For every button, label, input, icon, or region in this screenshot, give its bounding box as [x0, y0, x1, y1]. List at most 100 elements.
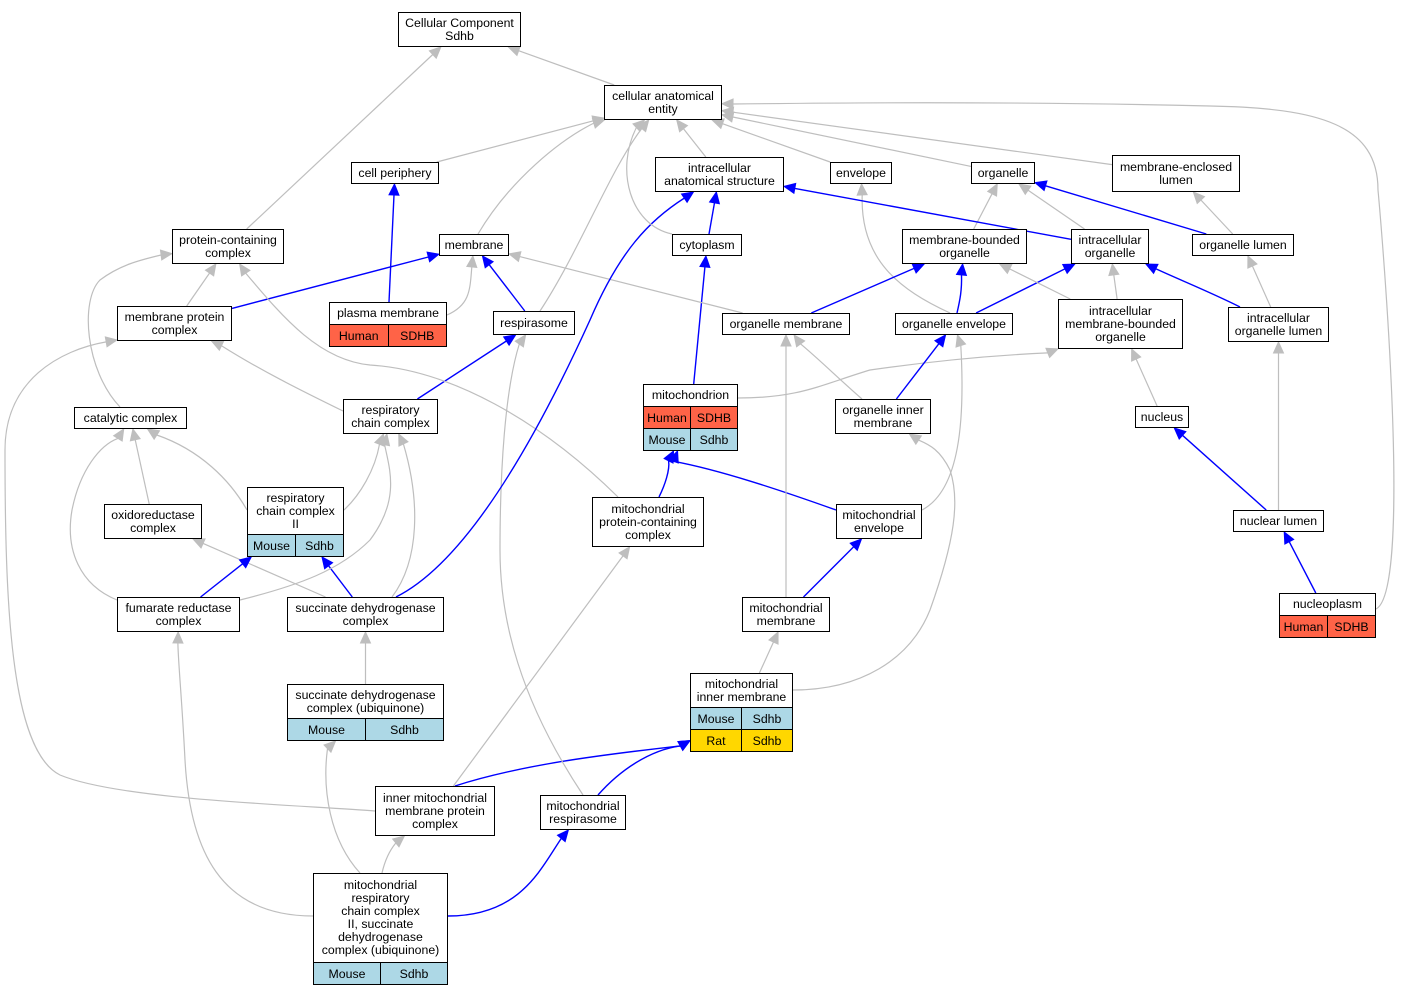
edge-oxred-to-catcx-arrowhead — [129, 427, 141, 442]
node-nuclear-lumen[interactable]: nuclear lumen — [1233, 510, 1324, 532]
node-fumarate-reductase-complex[interactable]: fumarate reductase complex — [117, 597, 240, 632]
node-succinate-dehydrogenase-complex-ubiquinone[interactable]: succinate dehydrogenase complex (ubiquin… — [287, 684, 444, 741]
species-cell[interactable]: Mouse — [248, 535, 295, 556]
node-respiratory-chain-complex[interactable]: respiratory chain complex — [343, 399, 438, 434]
edge-cae-to-root-arrowhead — [507, 45, 522, 57]
edge-impc-to-mpc — [4, 341, 376, 812]
node-label: membrane-bounded organelle — [909, 232, 1020, 260]
node-respirasome[interactable]: respirasome — [493, 311, 575, 335]
node-protein-containing-complex[interactable]: protein-containing complex — [172, 229, 284, 264]
node-intracellular-organelle-lumen[interactable]: intracellular organelle lumen — [1228, 307, 1329, 342]
edge-orgmem-to-membrane-arrowhead — [507, 251, 522, 263]
node-label: mitochondrial envelope — [842, 507, 916, 535]
node-intracellular-membrane-bounded-organelle[interactable]: intracellular membrane-bounded organelle — [1058, 299, 1183, 349]
node-succinate-dehydrogenase-complex[interactable]: succinate dehydrogenase complex — [287, 597, 444, 632]
edge-menv-to-orgenv — [921, 345, 963, 511]
node-cell-periphery[interactable]: cell periphery — [351, 162, 439, 184]
node-membrane[interactable]: membrane — [439, 234, 509, 256]
node-organelle-inner-membrane[interactable]: organelle inner membrane — [835, 399, 931, 434]
edge-sdc-to-ias — [395, 197, 685, 598]
edge-pcc-to-root — [246, 54, 434, 230]
edge-oxred-to-catcx — [134, 439, 150, 505]
edge-nucleoplasm-to-cae — [732, 102, 1395, 610]
edge-pm-to-membrane — [446, 266, 473, 316]
edge-mbo-to-organelle — [973, 193, 993, 230]
edge-cytoplasm-to-ias-arrowhead — [708, 190, 721, 205]
node-label: envelope — [836, 165, 886, 180]
edge-mito-to-imbo-arrowhead — [1045, 347, 1060, 359]
node-cellular-component-sdhb[interactable]: Cellular Component Sdhb — [398, 12, 521, 47]
species-cell[interactable]: Mouse — [644, 429, 690, 450]
edge-impc-to-mpcc-arrowhead — [618, 546, 631, 560]
node-membrane-enclosed-lumen[interactable]: membrane-enclosed lumen — [1112, 155, 1240, 192]
edge-nucleus-to-imbo — [1135, 358, 1158, 407]
node-mitochondrial-respirasome[interactable]: mitochondrial respirasome — [540, 795, 626, 830]
node-oxidoreductase-complex[interactable]: oxidoreductase complex — [104, 504, 202, 539]
species-cell[interactable]: Mouse — [314, 963, 380, 984]
gene-symbol-cell[interactable]: SDHB — [1327, 616, 1375, 637]
node-membrane-bounded-organelle[interactable]: membrane-bounded organelle — [902, 229, 1027, 264]
node-label: succinate dehydrogenase complex — [295, 600, 436, 628]
node-organelle-lumen[interactable]: organelle lumen — [1192, 234, 1294, 256]
node-mitochondrial-respiratory-chain-complex-ii-succinate-dehydrogenase-complex-ubiquinone[interactable]: mitochondrial respiratory chain complex … — [313, 873, 448, 985]
species-cell[interactable]: Rat — [691, 730, 741, 751]
edge-orgenv-to-mbo — [956, 274, 963, 314]
edge-cellper-to-cae — [436, 120, 594, 163]
species-cell[interactable]: Mouse — [691, 708, 741, 729]
species-cell[interactable]: Human — [1280, 616, 1327, 637]
edge-rcc2-to-catcx-arrowhead — [146, 428, 161, 441]
node-catalytic-complex[interactable]: catalytic complex — [74, 407, 187, 429]
gene-symbol-cell[interactable]: Sdhb — [741, 708, 792, 729]
gene-symbol-cell[interactable]: Sdhb — [380, 963, 447, 984]
gene-symbol-cell[interactable]: Sdhb — [295, 535, 343, 556]
gene-symbol-cell[interactable]: Sdhb — [365, 719, 443, 740]
edge-mpc-to-membrane — [231, 256, 429, 310]
edge-rcc-to-mpc — [221, 345, 344, 412]
species-cell[interactable]: Mouse — [288, 719, 365, 740]
node-membrane-protein-complex[interactable]: membrane protein complex — [117, 306, 232, 341]
node-organelle-membrane[interactable]: organelle membrane — [722, 313, 850, 335]
edge-sdc-to-rcc — [391, 443, 416, 598]
node-nucleus[interactable]: nucleus — [1135, 406, 1189, 428]
edge-orglumen-to-melumen — [1200, 199, 1234, 235]
edge-orglumen-to-melumen-arrowhead — [1192, 191, 1206, 205]
node-cellular-anatomical-entity[interactable]: cellular anatomical entity — [604, 85, 722, 120]
node-inner-mitochondrial-membrane-protein-complex[interactable]: inner mitochondrial membrane protein com… — [375, 786, 495, 836]
node-organelle-envelope[interactable]: organelle envelope — [895, 313, 1013, 335]
node-intracellular-anatomical-structure[interactable]: intracellular anatomical structure — [655, 157, 784, 192]
node-mitochondrial-membrane[interactable]: mitochondrial membrane — [742, 597, 830, 632]
edge-respirasome-to-cae — [539, 128, 643, 312]
edge-imbo-to-intorg — [1113, 274, 1118, 300]
node-envelope[interactable]: envelope — [830, 162, 892, 184]
edge-respirasome-to-membrane — [488, 264, 526, 312]
edge-nucleoplasm-to-cae-arrowhead — [720, 98, 734, 110]
node-label: respirasome — [500, 315, 568, 330]
node-label: organelle lumen — [1199, 237, 1287, 252]
node-label: organelle inner membrane — [842, 402, 924, 430]
node-label: organelle envelope — [902, 316, 1006, 331]
edge-ias-to-cae — [683, 128, 707, 158]
gene-symbol-cell[interactable]: Sdhb — [741, 730, 792, 751]
node-mitochondrial-protein-containing-complex[interactable]: mitochondrial protein-containing complex — [592, 497, 704, 547]
edge-intorg-to-organelle-arrowhead — [1018, 183, 1032, 196]
species-cell[interactable]: Human — [330, 325, 388, 346]
gene-symbol-cell[interactable]: Sdhb — [690, 429, 737, 450]
edge-rcc-to-respirasome — [417, 340, 507, 400]
node-intracellular-organelle[interactable]: intracellular organelle — [1071, 229, 1149, 264]
node-organelle[interactable]: organelle — [971, 162, 1035, 184]
node-mitochondrial-envelope[interactable]: mitochondrial envelope — [836, 504, 922, 539]
species-cell[interactable]: Human — [644, 407, 690, 428]
edge-nucleus-to-imbo-arrowhead — [1131, 347, 1142, 362]
gene-symbol-cell[interactable]: SDHB — [387, 325, 446, 346]
node-cytoplasm[interactable]: cytoplasm — [672, 234, 742, 256]
gene-symbol-cell[interactable]: SDHB — [690, 407, 737, 428]
node-label: Cellular Component Sdhb — [405, 15, 514, 43]
